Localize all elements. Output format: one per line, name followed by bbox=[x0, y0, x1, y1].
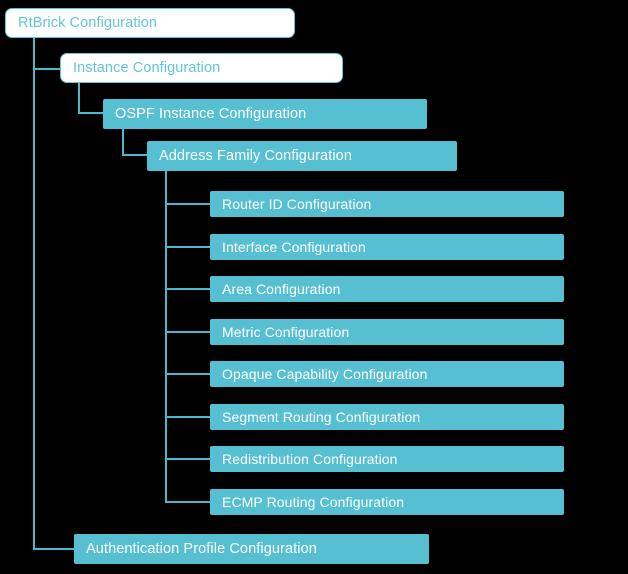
leaf-node-label: Segment Routing Configuration bbox=[222, 408, 421, 425]
leaf-node-label: Area Configuration bbox=[222, 281, 341, 297]
node-root-label: RtBrick Configuration bbox=[18, 15, 158, 31]
node-authentication-profile-configuration-label: Authentication Profile Configuration bbox=[86, 541, 317, 557]
connector-address-family-to-leaf bbox=[165, 415, 210, 418]
leaf-node-label: Redistribution Configuration bbox=[222, 451, 398, 467]
connector-address-family-to-leaf bbox=[165, 203, 210, 205]
leaf-node[interactable]: Metric Configuration bbox=[210, 318, 564, 345]
connector-root-to-instance bbox=[33, 68, 62, 70]
connector-root-to-auth-profile bbox=[33, 548, 74, 550]
connector-address-family-to-leaf bbox=[165, 458, 210, 460]
node-address-family-configuration[interactable]: Address Family Configuration bbox=[147, 141, 457, 171]
connector-address-family-to-leaf bbox=[165, 373, 210, 375]
node-instance-configuration-label: Instance Configuration bbox=[73, 60, 221, 76]
connector-instance-to-ospf bbox=[78, 112, 105, 114]
connector-address-family-to-leaf bbox=[165, 500, 210, 503]
leaf-node-label: Interface Configuration bbox=[222, 238, 366, 255]
leaf-node-label: ECMP Routing Configuration bbox=[222, 493, 405, 510]
leaf-node[interactable]: Area Configuration bbox=[210, 276, 564, 302]
connector-address-family-to-leaf bbox=[165, 330, 210, 333]
connector-address-family-to-leaf bbox=[165, 288, 210, 290]
node-address-family-configuration-label: Address Family Configuration bbox=[159, 148, 352, 164]
node-ospf-instance-configuration-label: OSPF Instance Configuration bbox=[115, 106, 307, 122]
leaf-node-label: Opaque Capability Configuration bbox=[222, 366, 428, 382]
connector-address-family-spine bbox=[165, 170, 167, 503]
node-instance-configuration[interactable]: Instance Configuration bbox=[60, 53, 343, 83]
leaf-node-label: Router ID Configuration bbox=[222, 196, 372, 212]
node-authentication-profile-configuration[interactable]: Authentication Profile Configuration bbox=[74, 534, 429, 564]
node-root[interactable]: RtBrick Configuration bbox=[5, 8, 295, 38]
leaf-node[interactable]: Opaque Capability Configuration bbox=[210, 361, 564, 387]
leaf-node[interactable]: Redistribution Configuration bbox=[210, 446, 564, 472]
leaf-node[interactable]: Router ID Configuration bbox=[210, 191, 564, 217]
connector-root-trunk bbox=[33, 38, 35, 550]
leaf-node[interactable]: Segment Routing Configuration bbox=[210, 403, 564, 430]
leaf-node[interactable]: Interface Configuration bbox=[210, 233, 564, 260]
leaf-node-label: Metric Configuration bbox=[222, 323, 350, 340]
node-ospf-instance-configuration[interactable]: OSPF Instance Configuration bbox=[103, 99, 427, 129]
connector-ospf-trunk bbox=[122, 127, 124, 155]
connector-address-family-to-leaf bbox=[165, 245, 210, 248]
connector-ospf-to-address-family bbox=[122, 154, 149, 156]
leaf-node[interactable]: ECMP Routing Configuration bbox=[210, 488, 564, 515]
connector-instance-trunk bbox=[78, 83, 80, 112]
